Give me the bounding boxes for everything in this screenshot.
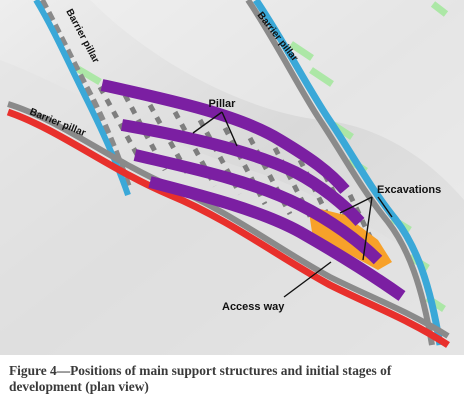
label-access-way: Access way	[222, 301, 285, 313]
right-barrier-grey	[245, 0, 435, 346]
pillar-strip-4	[148, 176, 406, 301]
pillar-strip-3	[133, 149, 383, 265]
terrain-ridge	[90, 0, 464, 200]
bottom-barrier-red	[6, 108, 450, 348]
left-barrier-blue	[33, 0, 131, 196]
figure-caption: Figure 4—Positions of main support struc…	[9, 363, 392, 394]
pillars	[100, 79, 406, 301]
label-excavations: Excavations	[377, 184, 441, 196]
pillar-strip-1	[100, 79, 350, 194]
right-barrier-blue	[253, 0, 444, 346]
label-pillar: Pillar	[209, 98, 237, 110]
pillar-strip-2	[120, 119, 365, 227]
leader-lines	[192, 111, 393, 298]
bottom-barrier-grey	[7, 101, 450, 339]
